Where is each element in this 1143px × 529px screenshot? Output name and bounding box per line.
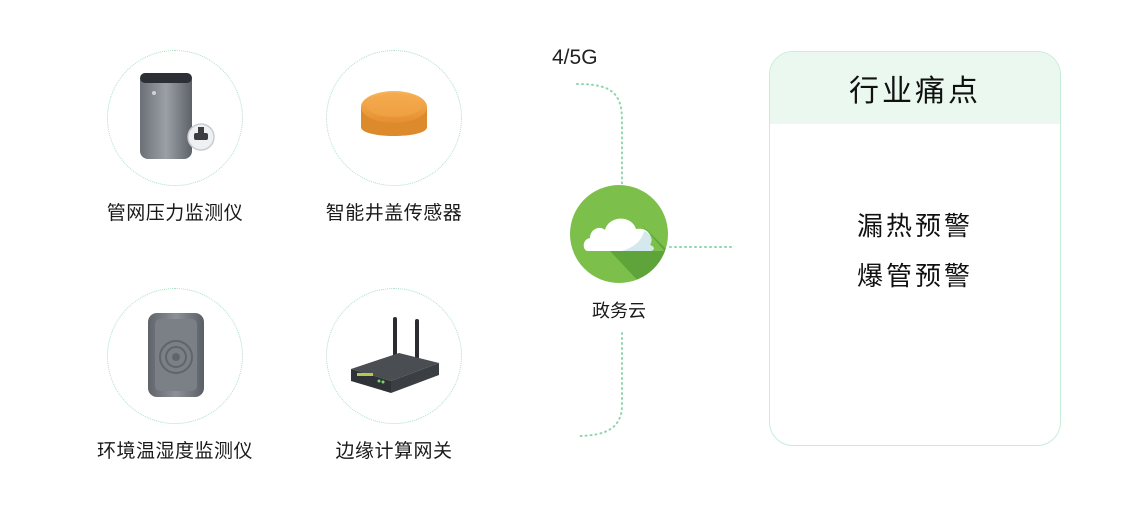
pain-points-list: 漏热预警 爆管预警 bbox=[770, 202, 1060, 302]
device-label: 智能井盖传感器 bbox=[325, 202, 463, 224]
device-label: 管网压力监测仪 bbox=[106, 202, 244, 224]
device-manhole-cover-sensor: 智能井盖传感器 bbox=[274, 50, 514, 225]
cloud-node bbox=[570, 185, 668, 283]
upper-link-line bbox=[576, 83, 623, 186]
device-temp-humidity-monitor: 环境温湿度监测仪 bbox=[55, 288, 295, 463]
device-pipe-pressure-monitor: 管网压力监测仪 bbox=[55, 50, 295, 225]
cloud-icon bbox=[570, 185, 668, 283]
pain-points-title: 行业痛点 bbox=[770, 52, 1060, 124]
device-label: 边缘计算网关 bbox=[335, 440, 453, 462]
device-ring bbox=[326, 50, 462, 186]
lower-link-line bbox=[576, 332, 623, 437]
pain-points-panel: 行业痛点 漏热预警 爆管预警 bbox=[769, 51, 1061, 446]
device-ring bbox=[326, 288, 462, 424]
pain-point-item: 漏热预警 bbox=[856, 212, 973, 242]
device-edge-gateway: 边缘计算网关 bbox=[274, 288, 514, 463]
device-label: 环境温湿度监测仪 bbox=[96, 440, 253, 462]
network-label: 4/5G bbox=[552, 46, 598, 69]
humidity-monitor-icon bbox=[148, 313, 204, 397]
router-icon bbox=[351, 317, 439, 393]
device-ring bbox=[107, 50, 243, 186]
pain-point-item: 爆管预警 bbox=[856, 262, 973, 292]
pressure-monitor-icon bbox=[140, 73, 215, 159]
device-ring bbox=[107, 288, 243, 424]
manhole-sensor-icon bbox=[361, 91, 427, 136]
cloud-label: 政务云 bbox=[592, 301, 646, 322]
